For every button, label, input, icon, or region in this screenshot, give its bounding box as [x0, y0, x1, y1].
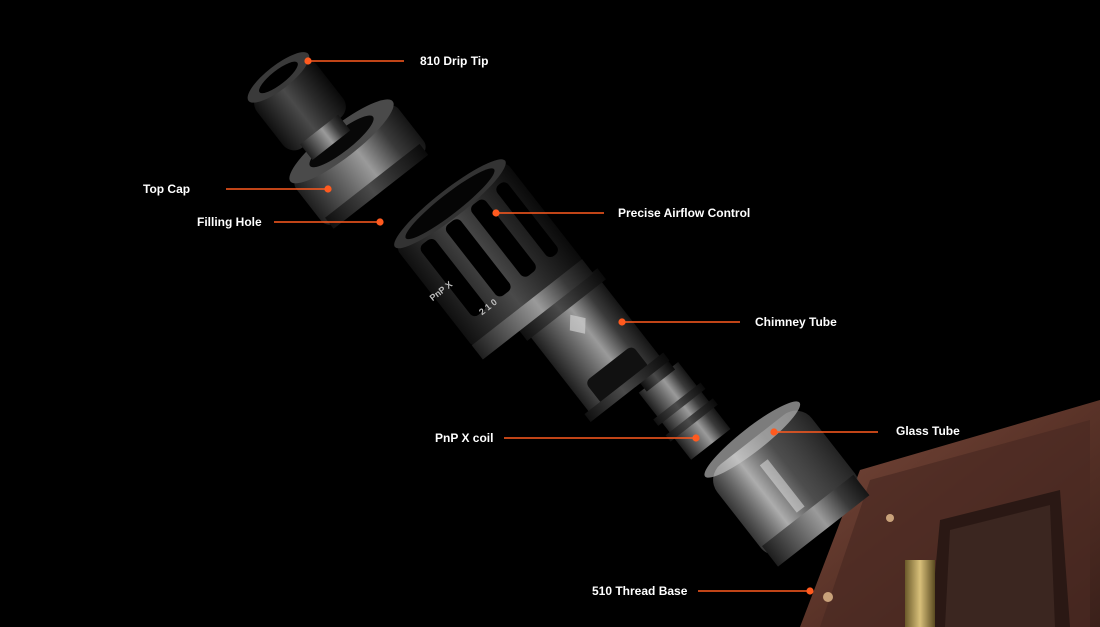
callout-glass-tube: Glass Tube: [896, 424, 960, 438]
callout-top-cap: Top Cap: [143, 182, 191, 196]
callout-filling-hole: Filling Hole: [197, 215, 262, 229]
airflow-ring-part: [394, 159, 594, 360]
callout-lines: [226, 57, 878, 595]
drip-tip-part: [247, 52, 351, 160]
callout-drip-tip: 810 Drip Tip: [420, 54, 489, 68]
callout-thread-base: 510 Thread Base: [592, 584, 688, 598]
callout-airflow-control: Precise Airflow Control: [618, 206, 751, 220]
callout-pnp-coil: PnP X coil: [435, 431, 494, 445]
glass-tube-part: [704, 401, 870, 567]
top-cap-part: [289, 99, 429, 229]
mod-device: [800, 400, 1100, 627]
callout-chimney-tube: Chimney Tube: [755, 315, 837, 329]
coil-part: [638, 358, 731, 460]
chimney-tube-part: [518, 268, 670, 423]
